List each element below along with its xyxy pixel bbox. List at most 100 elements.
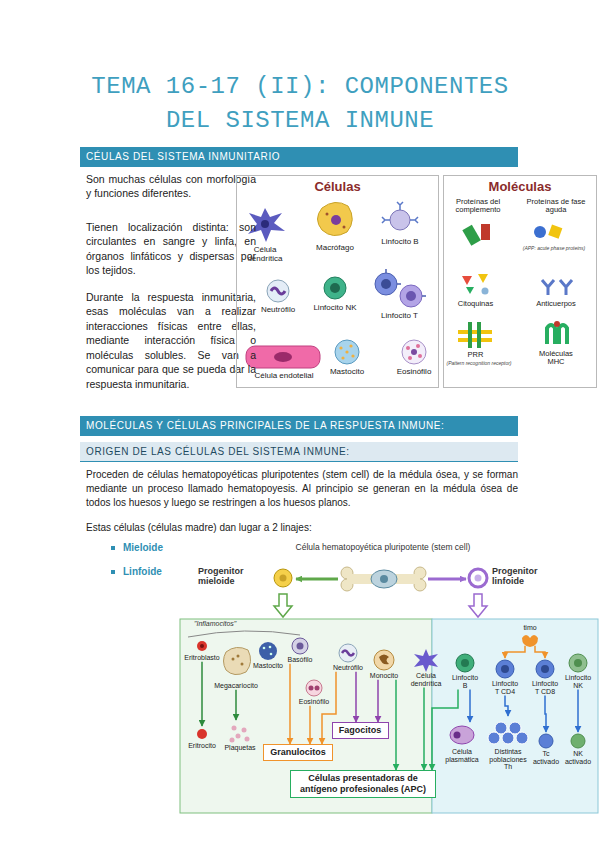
cell-label-block: Linfocito NK xyxy=(305,304,365,313)
molecule-icon xyxy=(481,224,490,240)
cell-icon xyxy=(339,346,342,349)
node-text: Megacariocito xyxy=(214,682,258,690)
node-text: Moléculas xyxy=(444,179,596,194)
paragraph: Estas células (células madre) dan lugar … xyxy=(86,521,518,535)
blood-cell-icon xyxy=(236,734,241,739)
progenitor-icon xyxy=(280,575,287,582)
lineage-item-block: Linfoide xyxy=(123,565,183,579)
cell-icon xyxy=(246,202,426,368)
molecule-label-block: Citoquinas xyxy=(448,300,503,308)
molecule-icon xyxy=(548,225,562,239)
molecule-note: (Pattern recognition receptor) xyxy=(444,361,514,367)
node-text: Distintas poblaciones Th xyxy=(485,748,531,771)
node-text: Células xyxy=(237,179,438,194)
blood-cell-icon xyxy=(454,732,461,739)
cell-label: Mastocito xyxy=(322,368,372,377)
cell-icon xyxy=(343,226,346,229)
molecule-label-block: Anticuerpos xyxy=(525,300,587,308)
paragraph-block: Durante la respuesta inmunitaria, esas m… xyxy=(86,290,256,391)
cell-icon xyxy=(406,291,416,301)
blood-cell-icon xyxy=(315,686,320,691)
node-text: Linfocito T CD4 xyxy=(489,680,521,695)
molecule-icon xyxy=(462,225,481,246)
molecule-label: Moléculas MHC xyxy=(532,350,580,367)
blood-cell-icon xyxy=(574,659,582,667)
list-bullet xyxy=(111,546,115,574)
lineage-item: Mieloide xyxy=(123,541,183,555)
blood-cell-icon xyxy=(237,655,240,658)
paragraph: Durante la respuesta inmunitaria, esas m… xyxy=(86,290,256,391)
node-text: Granulocitos xyxy=(270,747,326,758)
connector-arrow xyxy=(201,662,203,726)
cell-icon xyxy=(390,210,410,230)
molecule-label-block: Moléculas MHC xyxy=(532,350,580,367)
cell-label-block: Linfocito B xyxy=(375,238,425,247)
blood-cell-icon xyxy=(541,665,549,673)
cell-icon xyxy=(386,269,426,296)
lymphoid-progenitor: Progenitor linfoide xyxy=(466,562,566,594)
connector-arrow xyxy=(577,689,579,732)
blood-cell-icon xyxy=(496,660,514,678)
molecule-note-block: (Pattern recognition receptor) xyxy=(444,361,514,367)
node-text: Eritrocito xyxy=(188,742,216,750)
connector-arrow xyxy=(505,695,508,716)
cell-icon xyxy=(318,202,353,235)
page-title: TEMA 16-17 (II): COMPONENTES DEL SISTEMA… xyxy=(80,70,520,138)
progenitor-icon xyxy=(274,569,292,587)
neutrophil: Neutrófilo xyxy=(331,642,365,672)
node-text: Linfocito NK xyxy=(563,674,594,689)
node-text: Basófilo xyxy=(288,656,313,664)
paragraph: Son muchas células con morfología y func… xyxy=(86,172,256,201)
molecule-icon xyxy=(458,224,572,348)
cell-label: Célula endotelial xyxy=(246,372,322,381)
cell-icon xyxy=(274,352,292,362)
cell-label-block: Neutrófilo xyxy=(253,306,303,315)
connector-arrow xyxy=(296,578,338,581)
molecule-label: Proteínas de fase aguda xyxy=(520,198,592,215)
node-text: Célula dendrítica xyxy=(407,672,445,687)
blood-cell-icon xyxy=(306,680,322,696)
molecule-icon xyxy=(458,330,492,334)
eosinophil: Eosinófilo xyxy=(297,678,332,706)
cell-label-block: Mastocito xyxy=(322,368,372,377)
connector-arrow xyxy=(423,687,425,770)
apc-box: Células presentadoras de antígeno profes… xyxy=(290,770,436,798)
molecule-icon xyxy=(466,287,474,294)
molecule-icon xyxy=(458,338,492,342)
blood-cell-icon xyxy=(414,649,438,672)
blood-cell-icon xyxy=(241,663,244,666)
lineage-panel xyxy=(432,619,598,813)
cell-icon xyxy=(408,356,412,360)
section-band: CÉULAS DEL SISTEMA INMUNITARIO xyxy=(80,147,518,167)
blood-cell-icon xyxy=(516,732,528,744)
node-text: Linfocito B xyxy=(449,674,481,689)
section-band: MOLÉCULAS Y CÉLULAS PRINCIPALES DE LA RE… xyxy=(80,416,518,436)
node-text: Progenitor mieloide xyxy=(198,562,254,587)
blood-cell-icon xyxy=(270,653,273,656)
cell-icon xyxy=(331,215,341,225)
cell-icon xyxy=(271,288,285,294)
blood-cell-icon xyxy=(569,654,587,672)
cell-icon xyxy=(411,349,417,355)
blood-cell-icon xyxy=(502,732,514,744)
tc-activated: Tc activado xyxy=(529,732,563,765)
cell-label: Neutrófilo xyxy=(253,306,303,315)
connector-arrow xyxy=(545,695,546,732)
thymus: timo xyxy=(521,624,539,646)
molecule-note-block: (APP: acute phase proteins) xyxy=(513,246,595,252)
cell-label: Eosinófilo xyxy=(389,368,439,377)
connector-arrow xyxy=(428,578,466,581)
lineage-item-block: Mieloide xyxy=(123,541,183,555)
connector-arrow xyxy=(377,680,379,722)
paragraph: Proceden de células hematopoyéticas plur… xyxy=(86,468,518,509)
list-bullet xyxy=(111,570,115,574)
blood-cell-icon xyxy=(224,647,251,674)
node-text: Tc activado xyxy=(531,750,561,765)
node-text: Linfocito T CD8 xyxy=(529,680,561,695)
t-cd8-lymphocyte: Linfocito T CD8 xyxy=(527,658,563,695)
progenitor-icon xyxy=(469,594,487,617)
myeloid-progenitor: Progenitor mieloide xyxy=(196,562,296,594)
molecules-panel: Moléculas xyxy=(443,175,597,388)
node-text: Fagocitos xyxy=(339,725,382,736)
